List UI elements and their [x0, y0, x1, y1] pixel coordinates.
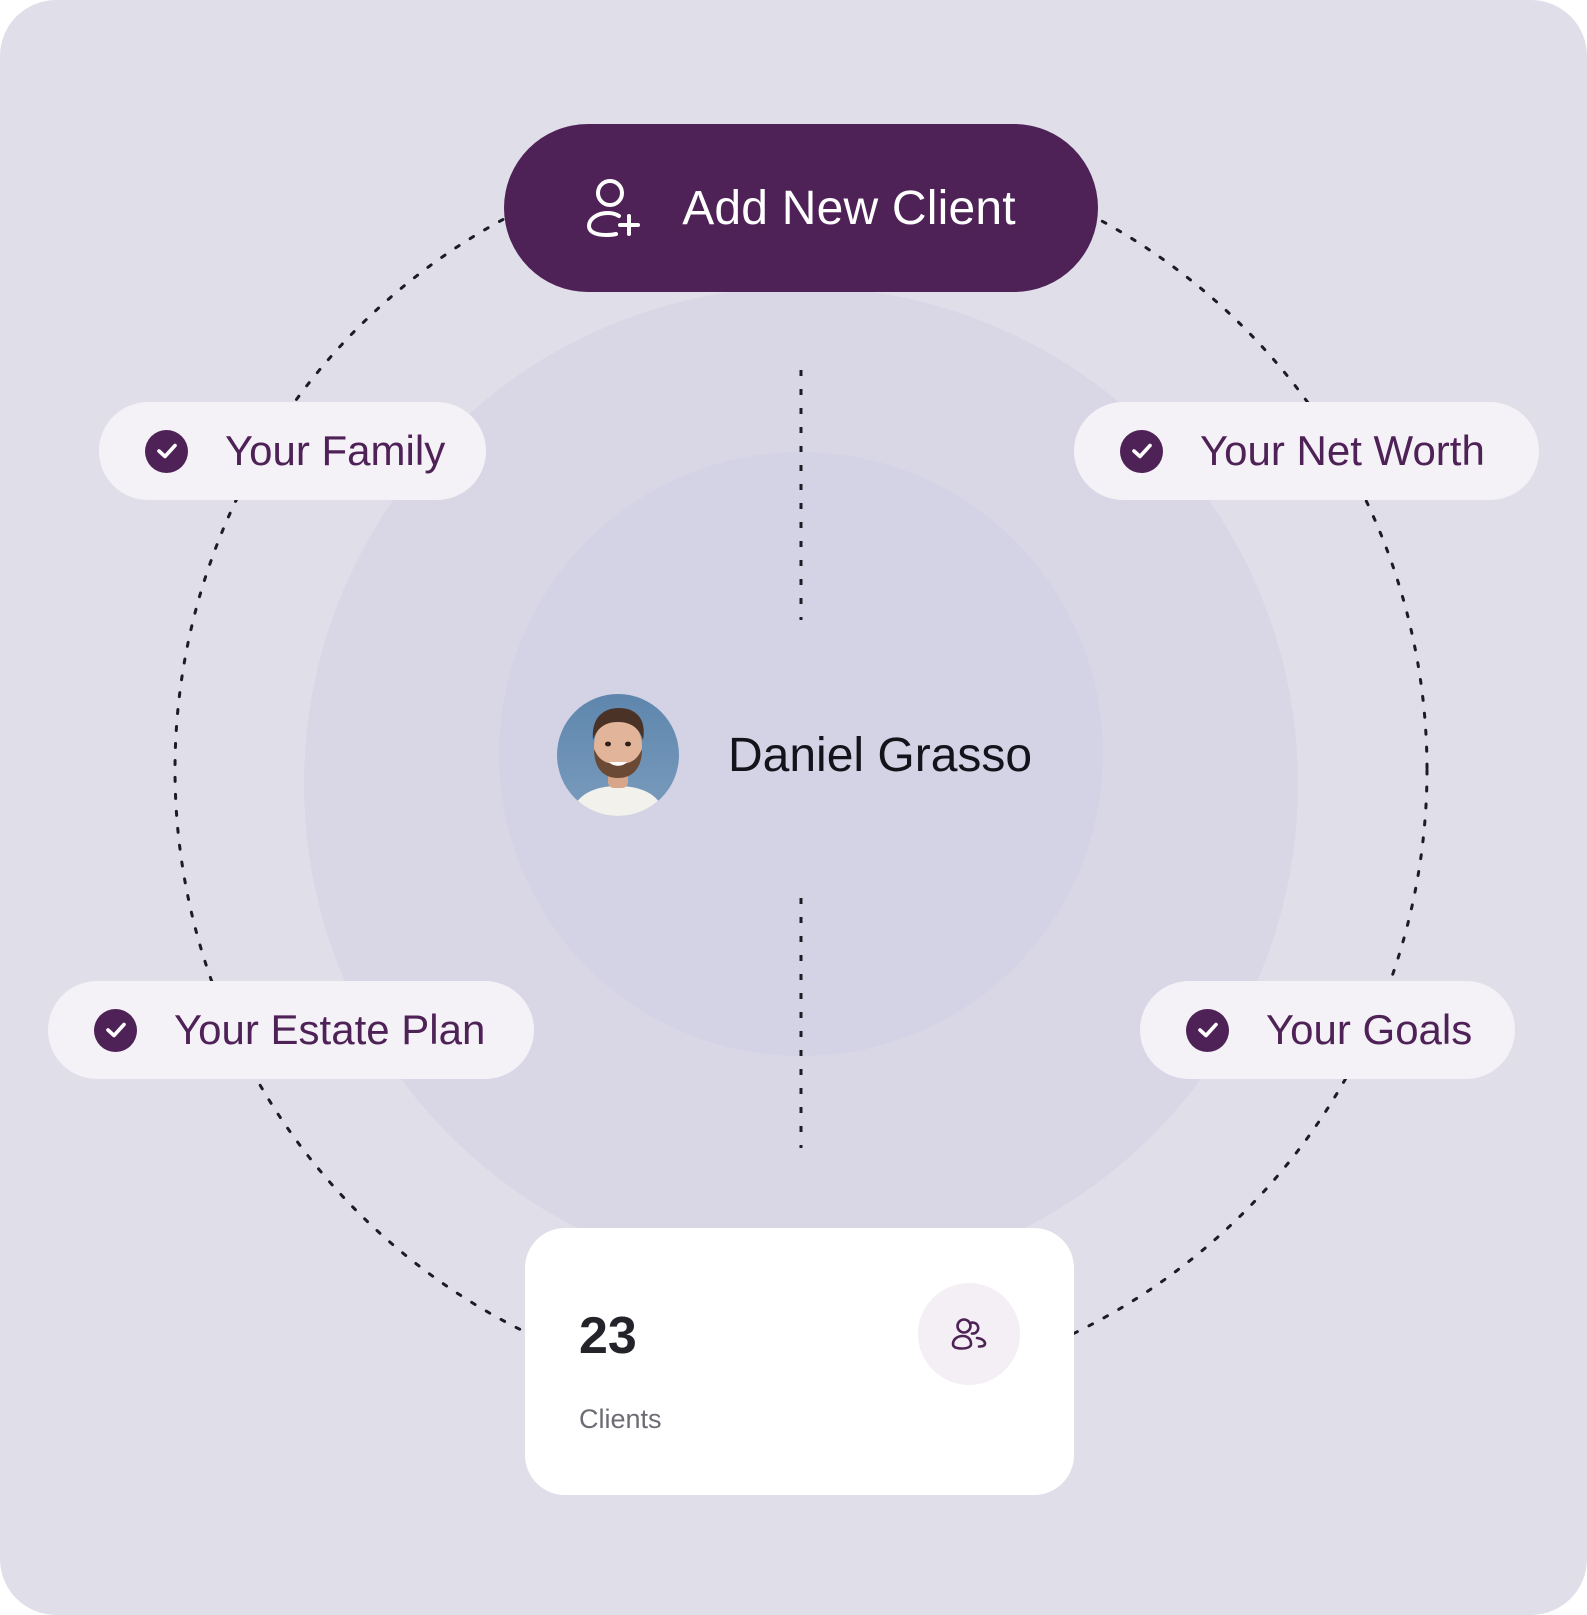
- checklist-item-label: Your Estate Plan: [174, 1006, 486, 1053]
- clients-label: Clients: [579, 1404, 662, 1434]
- clients-stats-card[interactable]: 23 Clients: [525, 1228, 1074, 1495]
- checklist-item-your-estate-plan[interactable]: Your Estate Plan: [48, 981, 534, 1079]
- checklist-item-your-family[interactable]: Your Family: [99, 402, 486, 500]
- dotted-orbit: [173, 142, 1429, 1398]
- users-icon: [951, 1318, 987, 1350]
- clients-count: 23: [579, 1307, 637, 1365]
- add-new-client-button[interactable]: Add New Client: [504, 124, 1098, 292]
- add-new-client-label: Add New Client: [682, 181, 1016, 235]
- client-name: Daniel Grasso: [728, 728, 1033, 782]
- check-circle-icon: [1186, 1008, 1229, 1052]
- checklist-item-your-goals[interactable]: Your Goals: [1140, 981, 1515, 1079]
- client-profile[interactable]: Daniel Grasso: [557, 694, 1032, 816]
- avatar: [557, 694, 679, 816]
- user-plus-icon: [586, 176, 642, 240]
- check-circle-icon: [94, 1008, 137, 1052]
- inner-halo: [499, 452, 1103, 1056]
- checklist-item-label: Your Goals: [1266, 1006, 1473, 1053]
- checklist-item-label: Your Family: [225, 427, 446, 474]
- users-icon-badge: [918, 1283, 1020, 1385]
- checklist-item-label: Your Net Worth: [1200, 427, 1485, 474]
- checklist-item-your-net-worth[interactable]: Your Net Worth: [1074, 402, 1539, 500]
- check-circle-icon: [1120, 429, 1163, 473]
- check-circle-icon: [145, 429, 188, 473]
